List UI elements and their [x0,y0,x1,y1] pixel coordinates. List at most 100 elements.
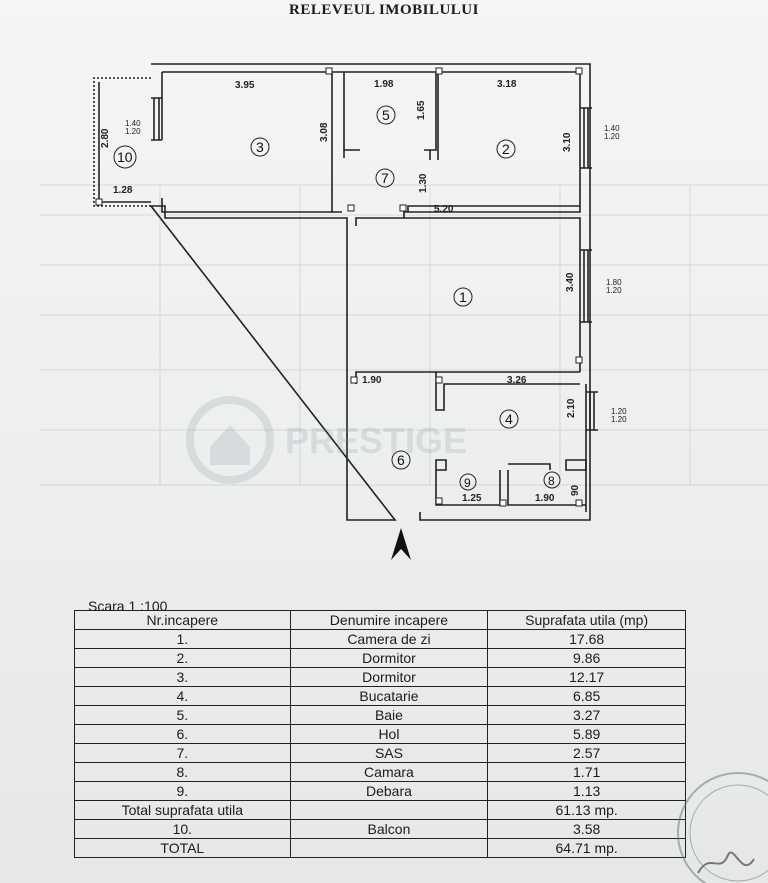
table-cell: 12.17 [487,667,686,687]
svg-text:PRESTIGE: PRESTIGE [285,420,467,461]
table-cell: 4. [74,686,291,706]
dim-1-90-b: 1.90 [535,493,555,504]
table-cell: 1.71 [487,762,686,782]
dim-3-10: 3.10 [562,132,573,152]
total-useful-label: Total suprafata utila [74,800,291,820]
window-1-width: 1.80 [606,278,622,287]
svg-text:2: 2 [502,141,510,157]
room-1-marker: 1 [453,287,473,307]
table-cell: 1. [74,629,291,649]
total-useful-value: 61.13 mp. [487,800,686,820]
table-cell: 3.27 [487,705,686,725]
official-stamp [677,772,768,883]
table-cell [289,800,489,820]
room-7-marker: 7 [375,168,395,188]
room-9-marker: 9 [459,473,477,491]
window-4-height: 1.20 [611,415,627,424]
watermark-logo: PRESTIGE [186,396,467,484]
table-cell: Hol [289,724,489,744]
table-cell [289,838,489,858]
total-value: 64.71 mp. [487,838,686,858]
table-cell: 8. [74,762,291,782]
table-cell: 10. [74,819,291,839]
grand-total-row: TOTAL 64.71 mp. [74,838,686,858]
window-1 [580,249,592,323]
table-cell: 9. [74,781,291,801]
window-2-width: 1.40 [604,124,620,133]
dim-3-08: 3.08 [319,122,330,142]
table-cell: 9.86 [487,648,686,668]
dim-1-28: 1.28 [113,185,133,196]
window-3-width: 1.40 [125,119,141,128]
table-cell: Camara [289,762,489,782]
table-cell: 5. [74,705,291,725]
dim-3-18: 3.18 [497,79,517,90]
total-useful-row: Total suprafata utila 61.13 mp. [74,800,686,820]
outer-wall-inner [161,71,581,218]
dim-1-90: 1.90 [362,375,382,386]
wall-inner-right [579,226,587,512]
table-cell: 6. [74,724,291,744]
table-cell: 7. [74,743,291,763]
total-label: TOTAL [74,838,291,858]
room-10-marker: 10 [113,145,137,169]
room-3-marker: 3 [250,137,270,157]
svg-text:3: 3 [256,139,264,155]
document-title: RELEVEUL IMOBILULUI [289,2,479,18]
wall-2-left [429,72,439,160]
svg-text:9: 9 [464,476,471,490]
table-cell: Baie [289,705,489,725]
table-cell: Dormitor [289,667,489,687]
window-2 [580,107,592,169]
room-5-marker: 5 [376,105,396,125]
dim-1-25: 1.25 [462,493,482,504]
room-8-marker: 8 [543,471,561,489]
table-cell: SAS [289,743,489,763]
column-header: Denumire incapere [289,610,489,630]
room-6-marker: 6 [391,450,411,470]
window-3-height: 1.20 [125,127,141,136]
dim-1-65: 1.65 [416,100,427,120]
svg-text:10: 10 [117,149,133,165]
window-1-height: 1.20 [606,286,622,295]
table-cell: 1.13 [487,781,686,801]
table-cell: Camera de zi [289,629,489,649]
wall-1-top [355,217,581,226]
svg-text:7: 7 [381,170,389,186]
dim-3-40: 3.40 [565,272,576,292]
dim-5-20: 5.20 [434,204,454,215]
table-cell: 3.58 [487,819,686,839]
table-cell: 3. [74,667,291,687]
svg-text:8: 8 [548,474,555,488]
table-cell: Debara [289,781,489,801]
window-2-height: 1.20 [604,132,620,141]
table-header-row: Nr.incapere Denumire incapere Suprafata … [74,610,686,630]
table-cell: 2. [74,648,291,668]
table-cell: Balcon [289,819,489,839]
dim-2-80: 2.80 [100,128,111,148]
table-cell: 5.89 [487,724,686,744]
table-cell: Dormitor [289,648,489,668]
column-header: Suprafata utila (mp) [487,610,686,630]
dim-1-30: 1.30 [418,173,429,193]
column-header: Nr.incapere [74,610,291,630]
room-4-marker: 4 [499,409,519,429]
svg-text:1: 1 [459,289,467,305]
svg-text:5: 5 [382,107,390,123]
table-cell: Bucatarie [289,686,489,706]
table-cell: 17.68 [487,629,686,649]
rooms-summary-table: Nr.incapere Denumire incapere Suprafata … [74,610,686,858]
wall-7-2 [407,205,580,212]
floor-plan: 3.95 1.98 3.18 5.20 1.90 3.26 1.28 1.25 … [93,63,627,560]
svg-text:6: 6 [397,452,405,468]
dim-2-10: 2.10 [566,398,577,418]
window-3 [151,97,162,141]
wall-6-right [435,459,551,506]
